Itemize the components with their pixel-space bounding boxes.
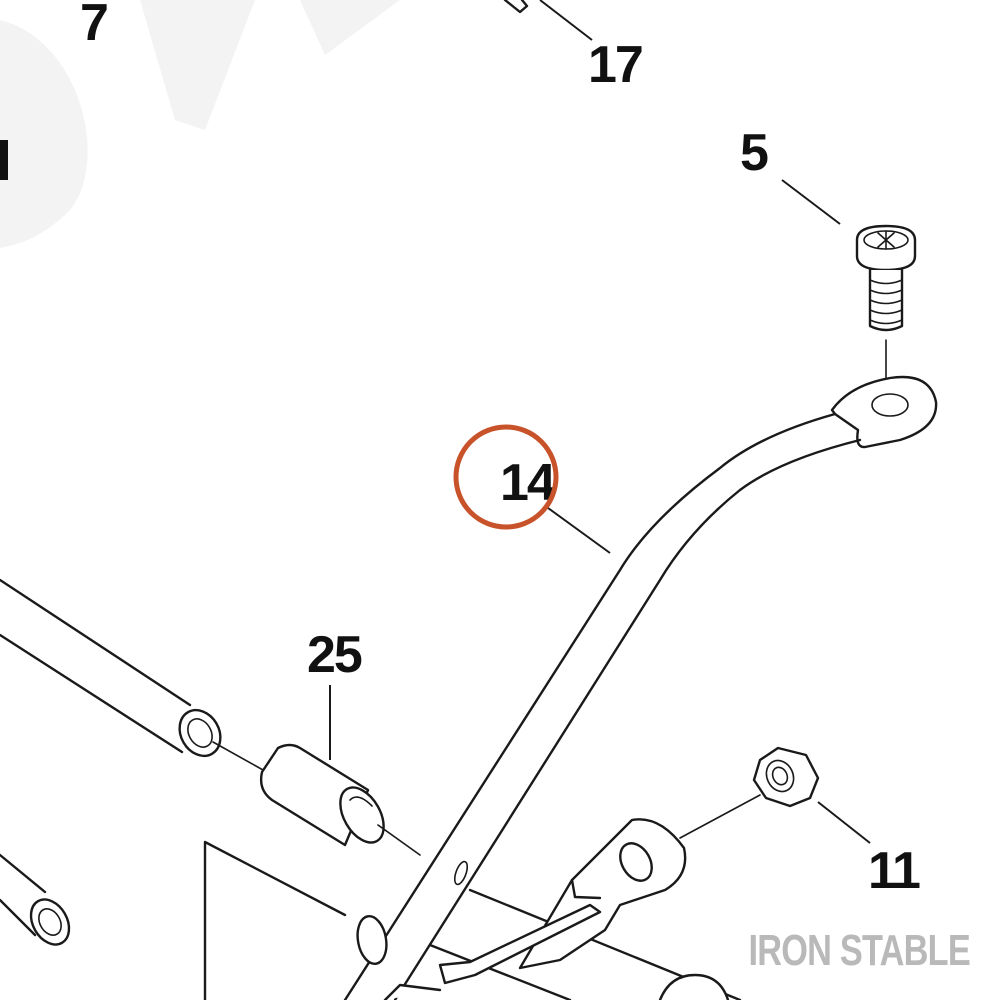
part-17-clip [503,0,529,14]
leader-17 [539,0,593,41]
highlight-circle-14 [453,424,559,530]
leader-14 [547,507,611,554]
callout-17: 17 [588,36,642,94]
watermark-text: IRON STABLE [748,926,971,975]
part-tube-lower [0,853,71,946]
leader-5 [781,179,841,225]
callout-5: 5 [740,124,768,182]
background-logo [0,0,400,248]
part-frame [203,840,742,1000]
part-11-nut [679,746,820,839]
part-link-plate [438,818,687,985]
leader-11 [817,801,871,844]
callout-7: 7 [80,0,107,52]
part-14-rod [343,375,938,1000]
callout-25: 25 [307,626,362,684]
part-25-bushing [259,743,421,856]
part-tube-upper [0,578,273,776]
part-5-bolt [855,224,917,401]
callout-11: 11 [868,842,920,900]
